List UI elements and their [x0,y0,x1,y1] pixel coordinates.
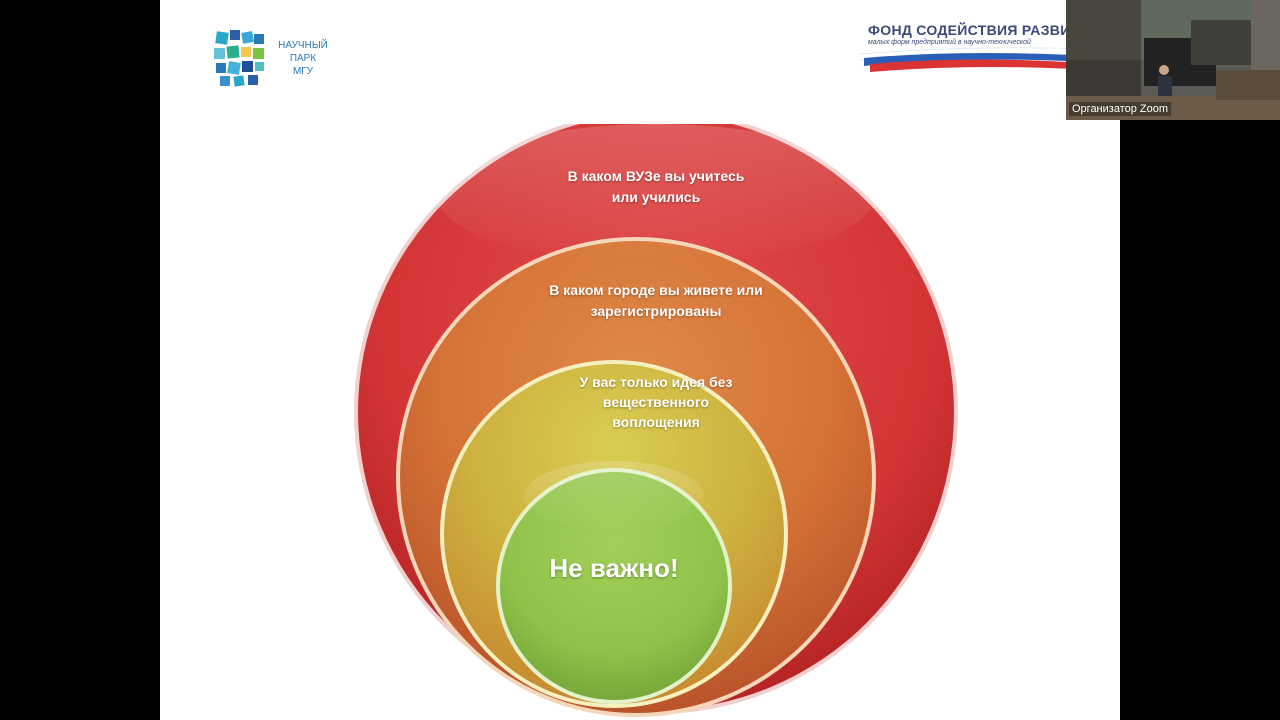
ring-label-city: В каком городе вы живете или зарегистрир… [549,282,763,319]
zoom-video-thumbnail[interactable]: Организатор Zoom [1066,0,1280,120]
fund-logo: ФОНД СОДЕЙСТВИЯ РАЗВИТ малых форм предпр… [860,14,1120,74]
logo-line-2: ПАРК [289,53,317,64]
zoom-participant-name: Организатор Zoom [1069,102,1172,116]
science-park-logo: НАУЧНЫЙ ПАРК МГУ [212,26,332,88]
logo-line-1: НАУЧНЫЙ [278,40,328,51]
presentation-slide: НАУЧНЫЙ ПАРК МГУ ФОНД СОДЕЙСТВИЯ РАЗВИТ … [160,0,1120,720]
fund-subtitle: малых форм предприятий в научно-техничес… [868,39,1031,46]
ring-label-university: В каком ВУЗе вы учитесь или учились [567,168,745,205]
nested-circles-diagram: В каком ВУЗе вы учитесь или учились В ка… [346,110,966,720]
science-park-logo-text: НАУЧНЫЙ ПАРК МГУ [268,39,338,78]
fund-flag-swoosh-icon [860,47,1120,72]
nested-circles-graphic [354,110,958,717]
ring-label-not-important: Не важно! [549,553,679,583]
ring-label-idea: У вас только идея без вещественного вопл… [579,374,733,430]
logo-line-3: МГУ [292,66,314,77]
science-park-mosaic-icon [214,30,264,87]
fund-title: ФОНД СОДЕЙСТВИЯ РАЗВИТ [868,22,1080,38]
presenter-video-icon [1066,0,1280,120]
